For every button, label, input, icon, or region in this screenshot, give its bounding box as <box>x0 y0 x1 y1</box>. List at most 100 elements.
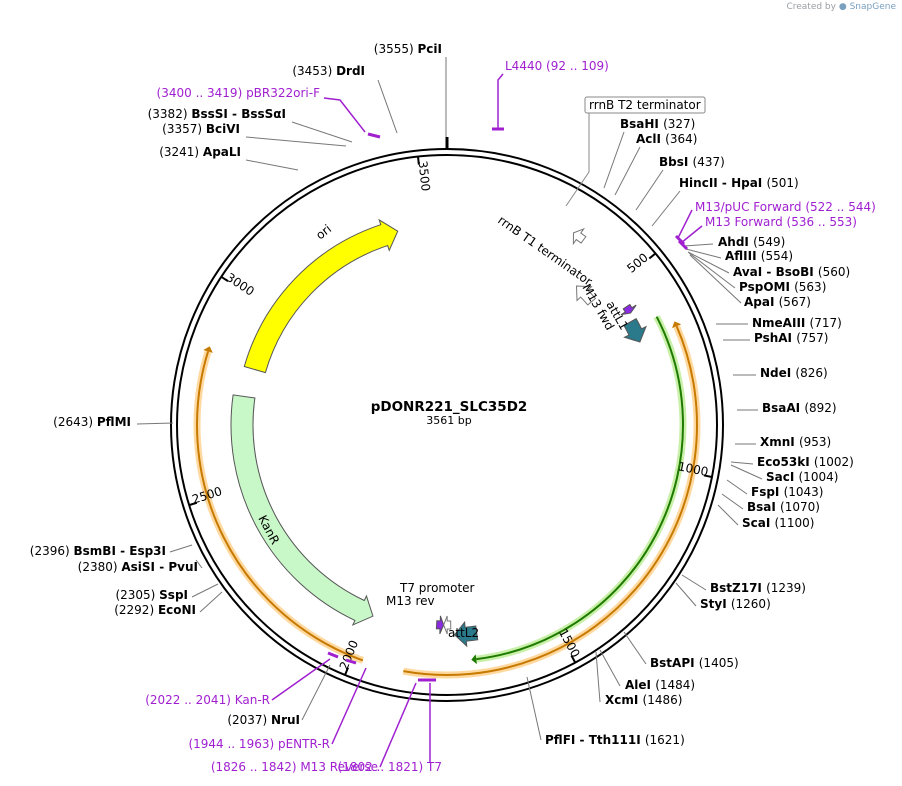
feature-label-t7-promoter: T7 promoter <box>399 581 475 595</box>
site-enzyme: AhdI <box>718 235 753 249</box>
site-position: (3241) <box>159 145 203 159</box>
site-leader-22 <box>721 493 744 510</box>
feature-arrow-ori <box>243 218 399 374</box>
site-position: (1260) <box>731 597 771 611</box>
site-position: (3382) <box>148 107 192 121</box>
site-leader-32 <box>191 583 219 598</box>
tick-mark-1000 <box>703 474 713 478</box>
site-enzyme: XmnI <box>760 435 799 449</box>
tick-mark-1500 <box>570 655 577 664</box>
site-leader-25 <box>675 582 697 607</box>
site-position: (1484) <box>655 678 695 692</box>
site-leader-13 <box>689 254 742 304</box>
tick-label-1500: 1500 <box>556 626 583 660</box>
site-label-2: (3382) BssSI - BssSαI <box>148 107 286 121</box>
plasmid-name: pDONR221_SLC35D2 <box>371 399 528 415</box>
primer-range: (1944 .. 1963) <box>188 737 278 751</box>
feature-label-ori: ori <box>313 222 334 243</box>
site-leader-9 <box>683 243 714 247</box>
site-label-9: AhdI (549) <box>718 235 785 249</box>
site-position: (1002) <box>814 455 854 469</box>
primer-label-1: (3400 .. 3419) pBR322ori-F <box>157 86 321 100</box>
site-enzyme: AsiSI - PvuI <box>121 560 198 574</box>
site-label-5: BsaHI (327) <box>620 117 695 131</box>
primer-leader-4 <box>271 658 331 701</box>
site-enzyme: NruI <box>271 713 300 727</box>
tick-label-1000: 1000 <box>677 459 710 479</box>
site-enzyme: BstZ17I <box>710 581 766 595</box>
site-enzyme: BbsI <box>659 155 693 169</box>
site-leader-19 <box>730 461 754 465</box>
site-enzyme: BciVI <box>206 122 240 136</box>
primer-sites: L4440 (92 .. 109)(3400 .. 3419) pBR322or… <box>145 59 876 774</box>
site-enzyme: BsaHI <box>620 117 663 131</box>
site-label-18: XmnI (953) <box>760 435 831 449</box>
site-leader-21 <box>726 479 748 495</box>
site-label-21: FspI (1043) <box>751 485 823 499</box>
site-leader-3 <box>245 136 347 147</box>
feature-arrows <box>230 218 647 648</box>
site-enzyme: XcmI <box>605 693 643 707</box>
site-label-32: (2305) SspI <box>115 588 188 602</box>
site-position: (364) <box>665 132 697 146</box>
center-title: pDONR221_SLC35D2 3561 bp <box>371 399 528 427</box>
site-leader-23 <box>717 504 739 526</box>
site-leader-12 <box>688 252 736 289</box>
feature-label-rrnb-t1: rrnB T1 terminator <box>495 213 595 289</box>
site-leader-24 <box>681 574 707 591</box>
primer-bind-site-4 <box>327 651 339 659</box>
site-label-10: AflIII (554) <box>725 249 793 263</box>
site-position: (554) <box>761 249 793 263</box>
site-label-19: Eco53kI (1002) <box>757 455 854 469</box>
site-label-0: (3555) PciI <box>374 42 442 56</box>
track-arrowhead-2 <box>203 346 213 353</box>
site-position: (1621) <box>645 733 685 747</box>
credit-brand: SnapGene <box>849 2 896 12</box>
site-position: (2643) <box>53 415 97 429</box>
site-enzyme: EcoNI <box>158 603 196 617</box>
site-position: (1239) <box>766 581 806 595</box>
feature-label-rrnb-t2: rrnB T2 terminator <box>589 98 701 112</box>
site-leader-8 <box>651 190 681 227</box>
track-arrowhead-0 <box>471 654 477 665</box>
site-leader-4 <box>245 159 299 171</box>
site-enzyme: PflFI - Tth111I <box>545 733 645 747</box>
site-position: (953) <box>799 435 831 449</box>
site-enzyme: NdeI <box>760 366 795 380</box>
site-leader-1 <box>377 79 398 134</box>
site-position: (757) <box>796 331 828 345</box>
site-label-33: (2380) AsiSI - PvuI <box>78 560 198 574</box>
backbone-inner-ring <box>176 154 718 696</box>
tick-label-500: 500 <box>624 250 651 275</box>
feature-arrow-rrnb-t2-terminator <box>572 227 587 246</box>
site-label-20: SacI (1004) <box>766 470 838 484</box>
site-position: (2380) <box>78 560 122 574</box>
feature-arrow-rrnb-t1-terminator <box>575 285 597 306</box>
site-position: (501) <box>766 176 798 190</box>
site-label-24: BstZ17I (1239) <box>710 581 806 595</box>
track-halo-2 <box>193 350 365 664</box>
site-enzyme: BssSI - BssSαI <box>191 107 286 121</box>
site-position: (2292) <box>114 603 158 617</box>
site-label-16: NdeI (826) <box>760 366 828 380</box>
primer-range: (522 .. 544) <box>805 200 875 214</box>
site-leader-35 <box>136 422 174 425</box>
site-label-34: (2396) BsmBI - Esp3I <box>30 544 166 558</box>
site-enzyme: AvaI - BsoBI <box>733 265 818 279</box>
primer-leader-1 <box>323 97 366 133</box>
primer-label-6: (1826 .. 1842) M13 Reverse <box>211 760 378 774</box>
feature-arrow-attl2 <box>453 620 479 648</box>
site-position: (567) <box>779 295 811 309</box>
primer-label-2: M13/pUC Forward (522 .. 544) <box>695 200 876 214</box>
site-leader-28 <box>595 651 601 703</box>
site-label-7: BbsI (437) <box>659 155 725 169</box>
site-enzyme: BsaAI <box>762 401 804 415</box>
feature-arrow-attl1 <box>623 317 647 343</box>
site-position: (1043) <box>784 485 824 499</box>
rrnb-t2-leader <box>565 113 590 207</box>
track-line-1 <box>403 325 698 676</box>
site-label-15: PshAI (757) <box>754 331 828 345</box>
plasmid-length: 3561 bp <box>426 414 471 427</box>
site-position: (563) <box>794 280 826 294</box>
site-leader-2 <box>291 121 353 143</box>
